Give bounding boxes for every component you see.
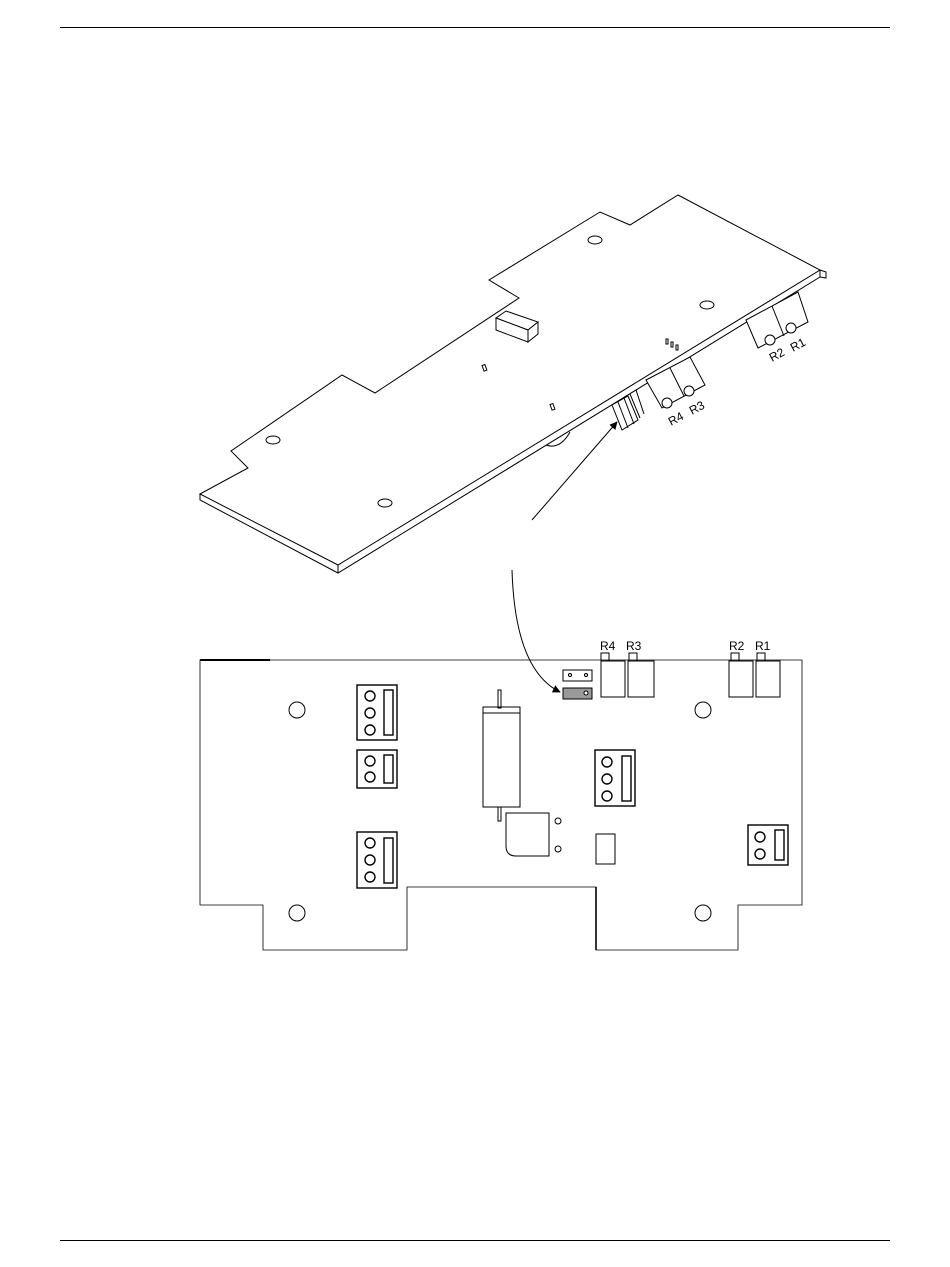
plan-board-view: [200, 570, 802, 950]
plan-label-r3: R3: [626, 639, 642, 653]
plan-label-r4: R4: [600, 639, 616, 653]
iso-label-r3: R3: [687, 398, 707, 418]
board-top-face: [200, 195, 820, 565]
plan-label-r1: R1: [755, 639, 771, 653]
jumper-header-icon: [612, 390, 644, 430]
isometric-board-view: [200, 195, 826, 573]
iso-label-r4: R4: [666, 409, 686, 429]
jumper-set-icon: [563, 688, 592, 699]
iso-label-r1: R1: [788, 335, 808, 355]
iso-label-r2: R2: [767, 345, 787, 365]
plan-label-r2: R2: [729, 639, 745, 653]
